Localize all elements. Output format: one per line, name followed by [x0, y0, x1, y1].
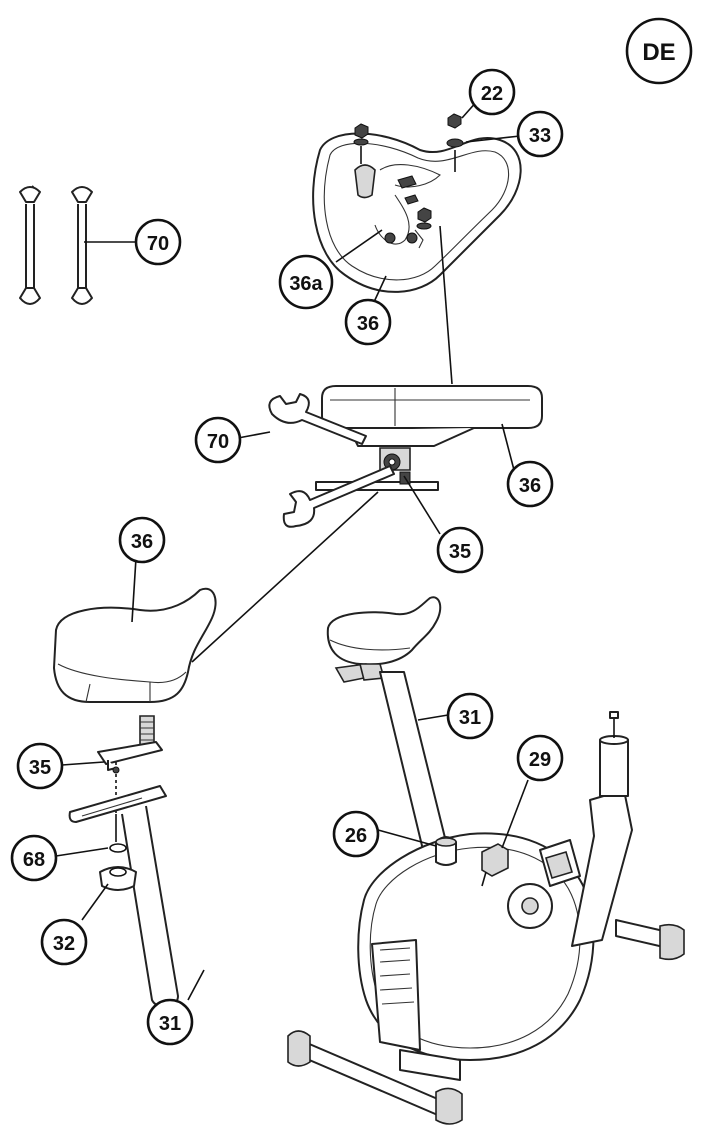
- svg-text:68: 68: [23, 849, 45, 871]
- callout-33: 33: [516, 110, 564, 158]
- leader-lines: [55, 99, 529, 1001]
- svg-text:36a: 36a: [289, 273, 323, 295]
- wrench-in-use-illustration: [268, 393, 395, 528]
- callout-36-side-view: 36: [506, 460, 554, 508]
- svg-text:22: 22: [481, 83, 503, 105]
- svg-text:35: 35: [29, 757, 51, 779]
- callout-32: 32: [40, 918, 88, 966]
- svg-text:31: 31: [459, 707, 481, 729]
- callout-31-assembled: 31: [446, 692, 494, 740]
- svg-text:29: 29: [529, 749, 551, 771]
- svg-text:26: 26: [345, 825, 367, 847]
- tension-knob-illustration: [481, 843, 509, 887]
- callout-36-bottom-view: 36: [344, 298, 392, 346]
- saddle-side-view: [315, 385, 543, 491]
- svg-text:DE: DE: [642, 39, 675, 66]
- callout-35-middle: 35: [436, 526, 484, 574]
- callout-29: 29: [516, 734, 564, 782]
- bike-frame: [287, 711, 685, 1125]
- callout-31-left: 31: [146, 998, 194, 1046]
- svg-text:32: 32: [53, 933, 75, 955]
- washer-and-knob-left: [99, 814, 137, 891]
- callout-70-middle: 70: [194, 416, 242, 464]
- callout-36a: 36a: [278, 254, 334, 310]
- svg-text:36: 36: [131, 531, 153, 553]
- svg-text:36: 36: [519, 475, 541, 497]
- callout-26: 26: [332, 810, 380, 858]
- svg-text:36: 36: [357, 313, 379, 335]
- assembly-leader-line: [439, 225, 453, 385]
- seat-post-left: [68, 785, 179, 1008]
- callout-68: 68: [10, 834, 58, 882]
- callout-70-top: 70: [134, 218, 182, 266]
- svg-text:70: 70: [207, 431, 229, 453]
- callout-36-exploded: 36: [118, 516, 166, 564]
- clamp-bracket-left: [97, 715, 163, 814]
- svg-text:70: 70: [147, 233, 169, 255]
- nut-washer-stack: [353, 113, 464, 230]
- callout-35-left: 35: [16, 742, 64, 790]
- assembly-leader-line-2: [191, 491, 379, 663]
- wrench-pair-illustration: [19, 185, 93, 305]
- svg-text:31: 31: [159, 1013, 181, 1035]
- seat-post-assembled: [326, 596, 449, 862]
- svg-text:33: 33: [529, 125, 551, 147]
- saddle-exploded: [53, 587, 217, 703]
- callout-22: 22: [468, 68, 516, 116]
- svg-text:35: 35: [449, 541, 471, 563]
- saddle-bottom-view: [312, 132, 522, 293]
- language-badge: DE: [625, 17, 693, 85]
